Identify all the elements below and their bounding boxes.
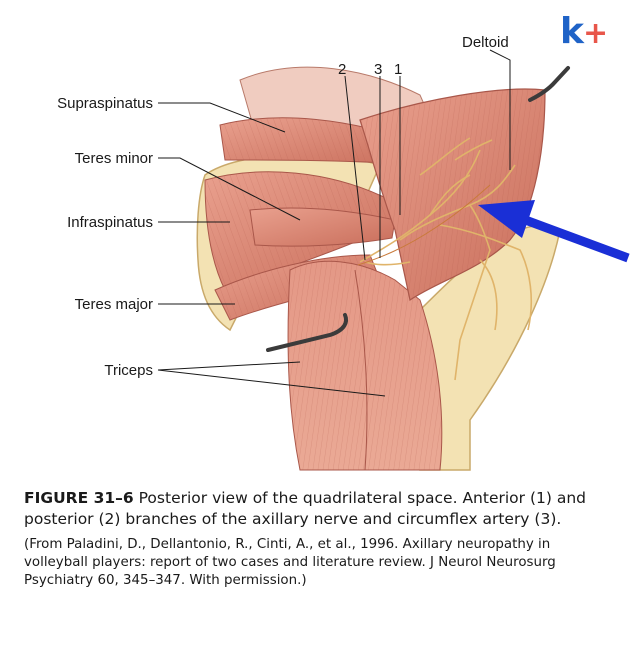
label-teres-major: Teres major <box>75 296 153 313</box>
anatomy-illustration: Deltoid Supraspinatus Teres minor Infras… <box>57 34 630 471</box>
leader-triceps-2 <box>157 369 386 397</box>
figure-caption: FIGURE 31–6 Posterior view of the quadri… <box>24 488 614 590</box>
circumflex-artery <box>357 184 491 266</box>
retractor-hook-top <box>528 66 570 102</box>
teres-minor-muscle <box>249 207 396 247</box>
label-infraspinatus: Infraspinatus <box>67 214 153 231</box>
label-number-2: 2 <box>338 61 346 78</box>
logo-k: k <box>560 11 584 52</box>
leader-deltoid <box>489 49 511 170</box>
logo-plus: + <box>582 16 608 51</box>
label-number-1: 1 <box>394 61 402 78</box>
leader-supraspinatus <box>158 102 286 133</box>
label-teres-minor: Teres minor <box>75 150 153 167</box>
leader-teres-minor <box>158 157 301 221</box>
label-number-3: 3 <box>374 61 382 78</box>
brand-logo: k+ <box>560 11 608 52</box>
label-triceps: Triceps <box>104 362 153 379</box>
caption-text: Posterior view of the quadrilateral spac… <box>24 489 586 528</box>
leader-2 <box>344 75 366 261</box>
leader-triceps-1 <box>157 361 301 371</box>
figure-id: FIGURE 31–6 <box>24 489 134 507</box>
label-deltoid: Deltoid <box>462 34 509 51</box>
caption-credit: (From Paladini, D., Dellantonio, R., Cin… <box>24 537 556 588</box>
label-supraspinatus: Supraspinatus <box>57 95 153 112</box>
retractor-hook-bottom <box>266 313 349 352</box>
caption-main: FIGURE 31–6 Posterior view of the quadri… <box>24 488 614 530</box>
pointer-arrow <box>478 200 630 263</box>
axillary-nerve-branches <box>359 137 533 381</box>
